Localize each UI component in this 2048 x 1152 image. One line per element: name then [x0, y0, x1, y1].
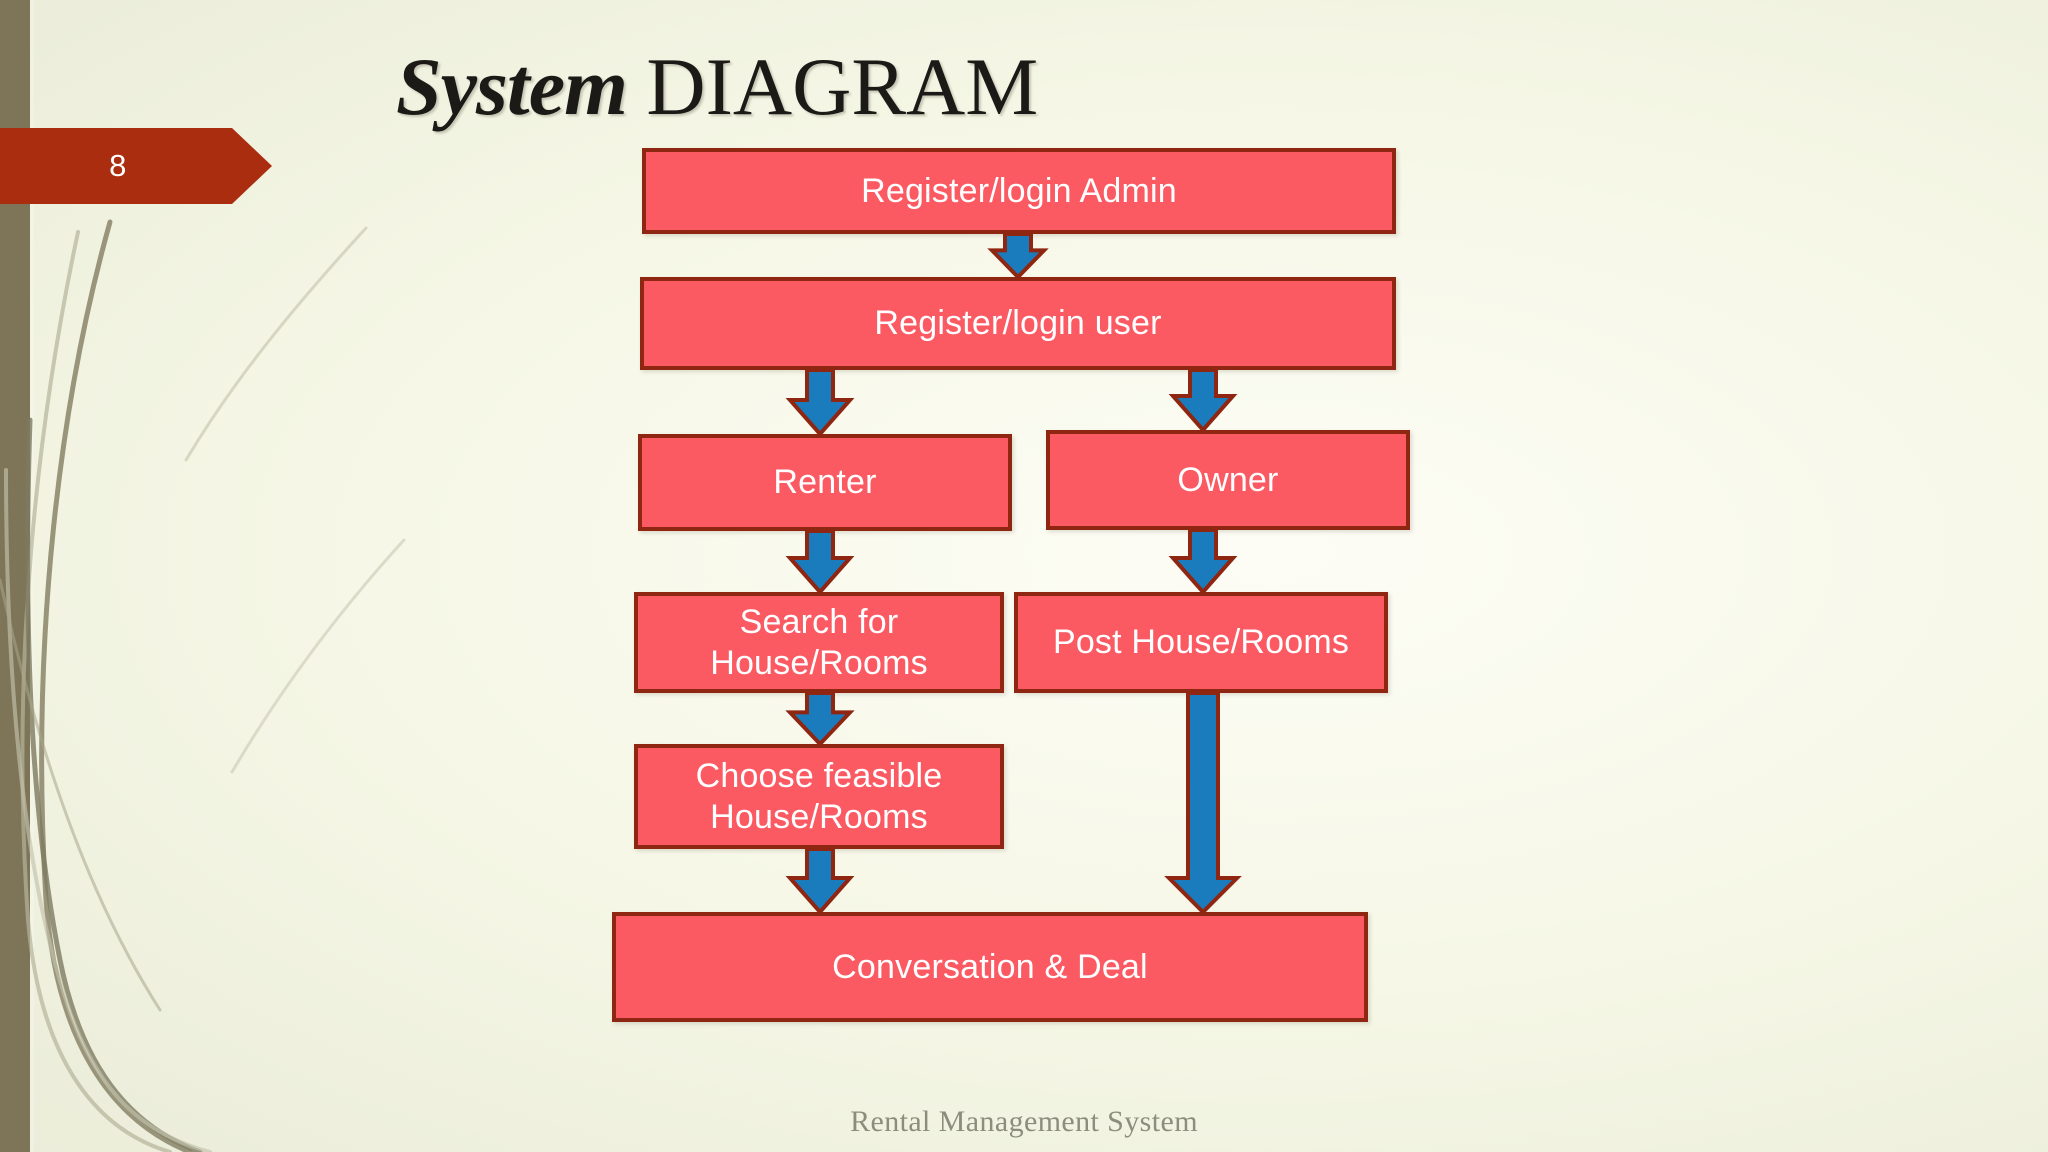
diagram-node-conversation-deal[interactable]: Conversation & Deal: [612, 912, 1368, 1022]
page-title: System DIAGRAM: [396, 46, 1038, 128]
diagram-node-register-login-admin[interactable]: Register/login Admin: [642, 148, 1396, 234]
page-number-banner: 8: [0, 128, 272, 204]
diagram-node-search-for-house-rooms[interactable]: Search for House/Rooms: [634, 592, 1004, 693]
diagram-node-owner[interactable]: Owner: [1046, 430, 1410, 530]
banner-arrow-shape: [0, 128, 272, 204]
page-number: 8: [109, 148, 127, 183]
diagram-node-post-house-rooms[interactable]: Post House/Rooms: [1014, 592, 1388, 693]
diagram-node-register-login-user[interactable]: Register/login user: [640, 277, 1396, 370]
slide-footer: Rental Management System: [850, 1105, 1198, 1138]
page-title-script: System: [396, 41, 628, 132]
diagram-node-choose-feasible-house-rooms[interactable]: Choose feasible House/Rooms: [634, 744, 1004, 849]
page-title-caps: DIAGRAM: [646, 41, 1039, 132]
diagram-node-renter[interactable]: Renter: [638, 434, 1012, 531]
